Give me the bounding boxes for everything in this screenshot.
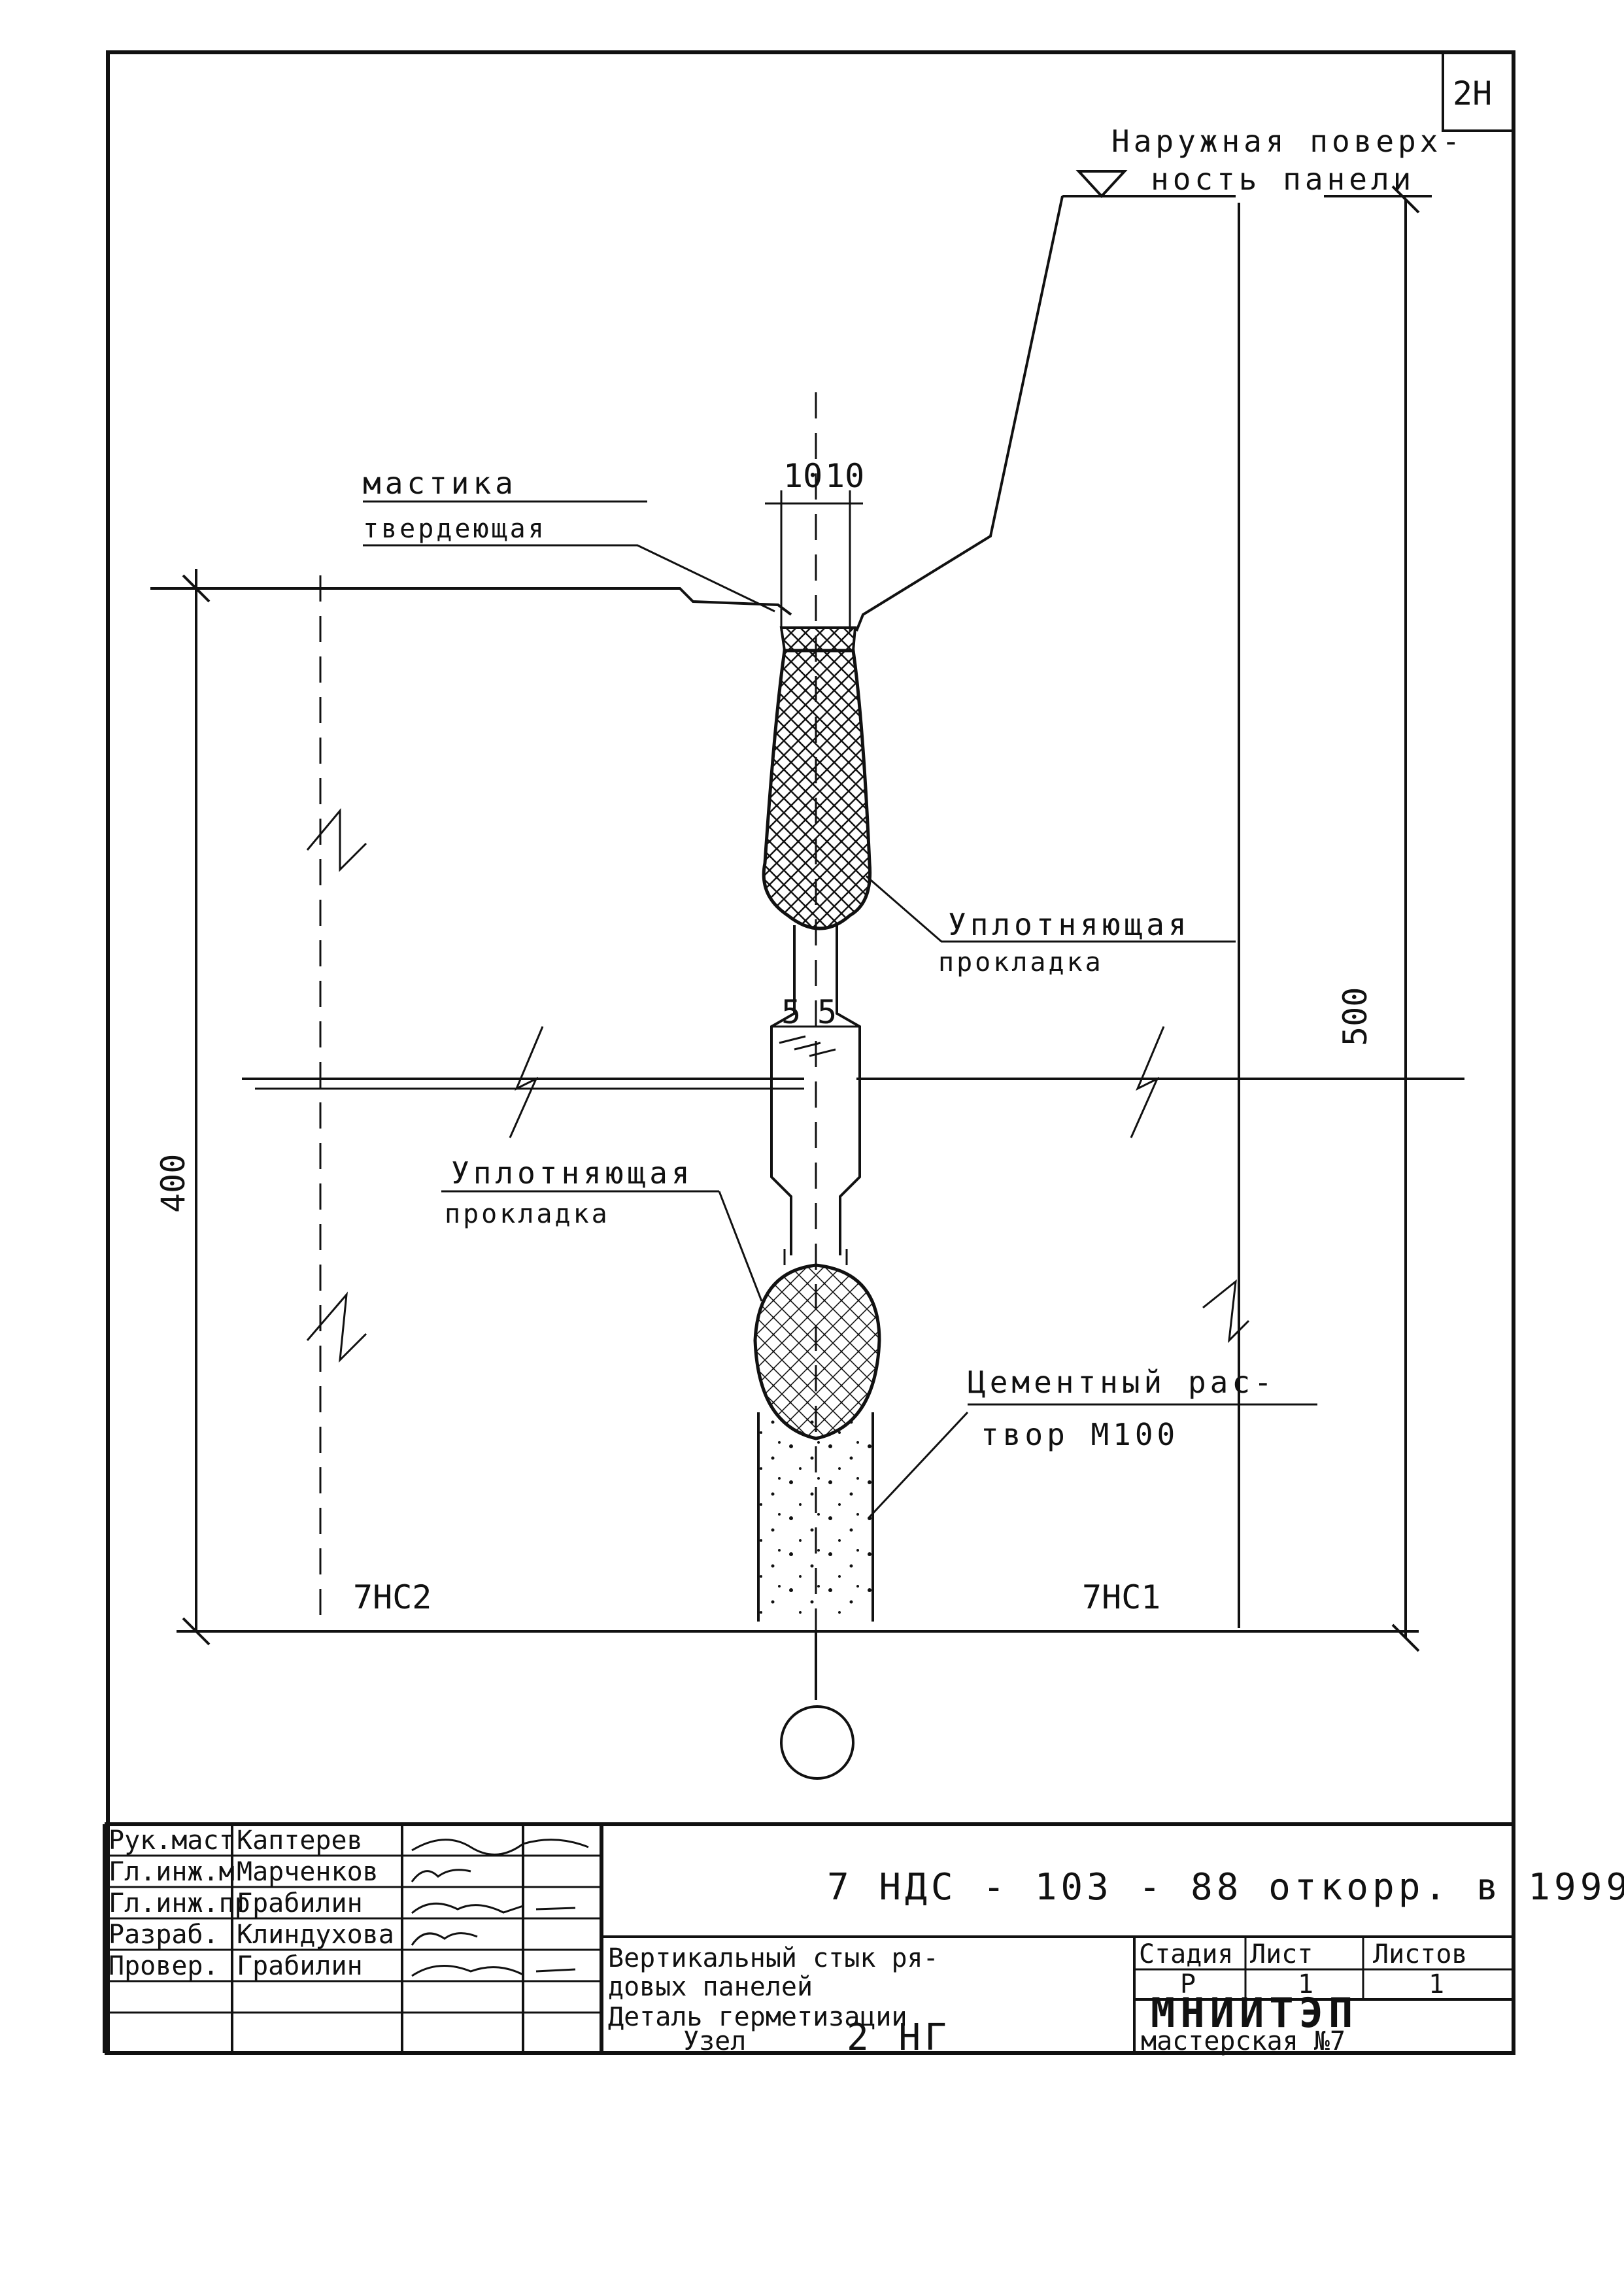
mastic-label-1: мастика: [363, 466, 517, 501]
document-code: 7 НДС - 103 - 88 откорр. в 1999 г: [827, 1866, 1624, 1909]
role-2: Гл.инж.м: [109, 1857, 235, 1887]
mortar-channel: [757, 1249, 874, 1622]
sheet-value: 1: [1298, 1969, 1313, 1999]
sheet-frame: [106, 50, 1515, 2055]
role-3: Гл.инж.пр: [109, 1888, 250, 1918]
sheet-tag: 2Н: [1442, 52, 1514, 132]
mastic-label-2: твердеющая: [363, 514, 547, 544]
gasket-top-annotation: Уплотняющая прокладка: [866, 875, 1236, 978]
role-4: Разраб.: [109, 1920, 219, 1950]
axis-marker: [780, 1705, 854, 1780]
mastic-cap: [779, 626, 857, 652]
name-1: Каптерев: [237, 1826, 363, 1856]
joint-channel: [770, 925, 861, 1255]
mortar-annotation: Цементный рас- твор М100: [868, 1365, 1317, 1518]
break-symbols: [306, 808, 1250, 1363]
gap-top-a: 10: [783, 457, 822, 495]
title-line-2: довых панелей: [608, 1972, 813, 2002]
panel-left-label: 7НС2: [353, 1578, 431, 1616]
role-5: Провер.: [109, 1951, 219, 1981]
mastic-annotation: мастика твердеющая: [363, 466, 775, 613]
gasket-bottom-label-2: прокладка: [445, 1199, 610, 1229]
gap-mid-a: 5: [781, 993, 801, 1031]
dimension-500-text: 500: [1336, 987, 1374, 1046]
sheets-value: 1: [1429, 1969, 1444, 1999]
title-line-1: Вертикальный стык ря-: [608, 1943, 939, 1973]
node-value: 2 НГ: [847, 2016, 951, 2059]
sheet-header: Лист: [1250, 1939, 1313, 1969]
name-4: Клиндухова: [237, 1920, 394, 1950]
outer-surface-label-2: ность панели: [1151, 162, 1415, 197]
gap-dimension-top: 10 10: [765, 457, 864, 631]
gap-mid-b: 5: [817, 993, 837, 1031]
stage-value: Р: [1180, 1969, 1196, 1999]
gasket-bottom-label-1: Уплотняющая: [451, 1155, 694, 1191]
outer-surface-annotation: Наружная поверх- ность панели: [1062, 124, 1464, 198]
node-prefix: Узел: [683, 2026, 746, 2056]
gasket-top-label-2: прокладка: [938, 947, 1104, 978]
section-break-line: [242, 1026, 1464, 1138]
outer-surface-label-1: Наружная поверх-: [1111, 124, 1464, 159]
name-2: Марченков: [237, 1857, 379, 1887]
sheets-header: Листов: [1373, 1939, 1468, 1969]
signatures: [411, 1839, 589, 1977]
gap-top-b: 10: [825, 457, 864, 495]
mortar-label-1: Цементный рас-: [968, 1365, 1276, 1400]
role-1: Рук.маст: [109, 1826, 235, 1856]
title-block: Рук.маст Гл.инж.м Гл.инж.пр Разраб. Пров…: [103, 1822, 1624, 2059]
panel-surface-profile: [855, 196, 1064, 632]
gap-dimension-mid: 5 5: [781, 993, 837, 1031]
gasket-bottom-annotation: Уплотняющая прокладка: [441, 1155, 763, 1302]
upper-gasket: [762, 649, 872, 930]
workshop-name: мастерская №7: [1141, 2026, 1345, 2056]
dimension-400-text: 400: [154, 1154, 192, 1213]
sheet-tag-text: 2Н: [1453, 75, 1492, 112]
dimension-400: 400: [150, 569, 792, 1646]
org-name: МНИИТЭП: [1151, 1989, 1358, 2037]
gasket-top-label-1: Уплотняющая: [948, 907, 1191, 942]
panel-right-label: 7НС1: [1082, 1578, 1160, 1616]
level-marker-icon: [1075, 170, 1128, 198]
name-3: Грабилин: [237, 1888, 363, 1918]
stage-header: Стадия: [1139, 1939, 1234, 1969]
title-line-3: Деталь герметизации: [608, 2002, 907, 2032]
name-5: Грабилин: [237, 1951, 363, 1981]
mortar-label-2: твор М100: [981, 1417, 1179, 1452]
dimension-500: 500: [1336, 185, 1420, 1652]
